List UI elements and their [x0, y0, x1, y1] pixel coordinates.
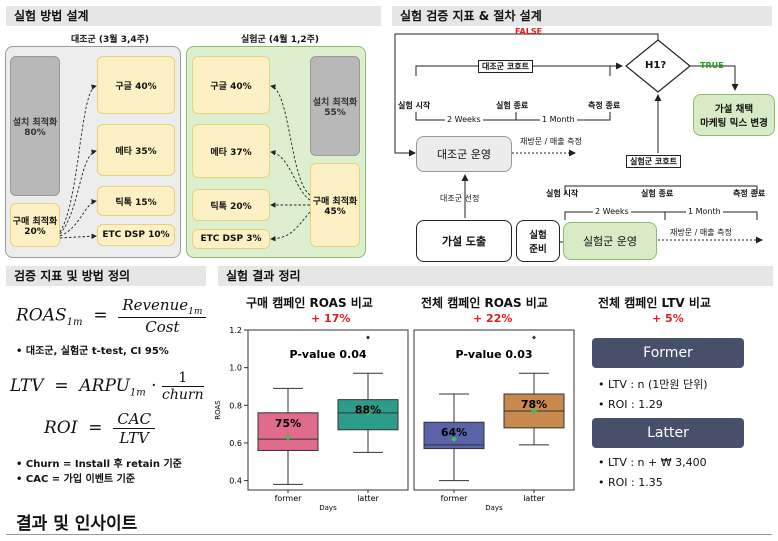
ltv-compare-title: 전체 캠페인 LTV 비교 [598, 296, 711, 310]
section-title-metrics-process: 실험 검증 지표 & 절차 설계 [392, 6, 772, 26]
x-tick-label: former [275, 494, 303, 503]
adopt-hypothesis-box: 가설 채택 마케팅 믹스 변경 [693, 94, 775, 136]
y-tick-label: 1.2 [229, 326, 242, 335]
test-run-box: 실험군 운영 [563, 222, 657, 260]
test-cohort-label: 실험군 코호트 [626, 155, 681, 168]
mean-marker [285, 434, 291, 441]
x-axis-label: Days [485, 504, 503, 512]
purchase-roas-title: 구매 캠페인 ROAS 비교 [246, 296, 373, 310]
control-select-label: 대조군 선정 [440, 194, 480, 203]
x-tick-label: latter [357, 494, 379, 503]
true-label: TRUE [700, 61, 724, 70]
former-roi: • ROI : 1.29 [598, 398, 663, 411]
test-install-opt: 설치 최적화 55% [310, 56, 360, 156]
former-pill: Former [592, 338, 744, 368]
test-group-title: 실험군 (4월 1,2주) [240, 35, 320, 45]
y-axis-label: ROAS [214, 400, 222, 420]
control-group-title: 대조군 (3월 3,4주) [70, 35, 150, 45]
test-measure-end: 측정 종료 [733, 189, 766, 198]
ltv-formula: LTV = ARPU1m · 1 churn [10, 370, 204, 403]
latter-roi: • ROI : 1.35 [598, 476, 663, 489]
section-title-metric-def: 검증 지표 및 방법 정의 [6, 266, 206, 286]
p-value-label: P-value 0.03 [455, 348, 532, 361]
control-exp-end: 실험 종료 [496, 101, 529, 110]
y-tick-label: 1.0 [229, 364, 242, 373]
test-purchase-opt: 구매 최적화 45% [310, 163, 360, 247]
test-meta: 메타 37% [192, 124, 270, 178]
control-measure-end: 측정 종료 [588, 101, 621, 110]
control-google: 구글 40% [97, 56, 175, 114]
h1-label: H1? [645, 60, 667, 71]
x-tick-label: former [441, 494, 469, 503]
mean-marker [451, 436, 457, 443]
control-etc: ETC DSP 10% [97, 224, 175, 246]
purchase-roas-delta: + 17% [311, 312, 351, 325]
x-tick-label: latter [523, 494, 545, 503]
box-value-label: 88% [355, 404, 381, 417]
section-title-results: 실험 결과 정리 [218, 266, 773, 286]
total-roas-delta: + 22% [473, 312, 513, 325]
mean-marker [365, 409, 371, 416]
test-one-month: 1 Month [686, 207, 723, 216]
control-tiktok: 틱톡 15% [97, 186, 175, 216]
y-tick-label: 0.8 [229, 401, 242, 410]
total-roas-title: 전체 캠페인 ROAS 비교 [421, 296, 548, 310]
y-tick-label: 0.6 [229, 439, 242, 448]
false-label: FALSE [515, 27, 543, 36]
x-axis-label: Days [319, 504, 337, 512]
metric-bullet-ttest: • 대조군, 실험군 t-test, CI 95% [16, 346, 169, 357]
metric-bullet-churn: • Churn = Install 후 retain 기준 [16, 459, 182, 470]
control-purchase-opt: 구매 최적화 20% [10, 203, 60, 247]
box-value-label: 78% [521, 398, 547, 411]
control-two-weeks: 2 Weeks [445, 115, 483, 124]
insights-divider [6, 534, 772, 535]
outlier-marker [366, 335, 370, 340]
latter-ltv: • LTV : n + ₩ 3,400 [598, 456, 707, 469]
control-install-opt: 설치 최적화 80% [10, 56, 60, 196]
prep-box: 실험 준비 [516, 220, 560, 262]
control-revisit-label: 재방문 / 매출 측정 [520, 137, 582, 146]
latter-pill: Latter [592, 418, 744, 448]
outlier-marker [532, 335, 536, 340]
test-exp-start: 실험 시작 [546, 189, 579, 198]
test-two-weeks: 2 Weeks [593, 207, 631, 216]
test-revisit-label: 재방문 / 매출 측정 [670, 228, 732, 237]
roi-formula: ROI = CAC LTV [44, 410, 156, 447]
control-exp-start: 실험 시작 [398, 101, 431, 110]
section-title-design: 실험 방법 설계 [6, 6, 381, 26]
mean-marker [531, 407, 537, 414]
test-exp-end: 실험 종료 [641, 189, 674, 198]
control-cohort-label: 대조군 코호트 [478, 60, 533, 73]
box-former [423, 421, 485, 450]
former-ltv: • LTV : n (1만원 단위) [598, 378, 708, 391]
p-value-label: P-value 0.04 [289, 348, 366, 361]
box-former [257, 412, 319, 451]
control-run-box: 대조군 운영 [416, 136, 512, 172]
control-meta: 메타 35% [97, 124, 175, 176]
insights-title: 결과 및 인사이트 [16, 514, 138, 534]
hypothesis-box: 가설 도출 [416, 220, 512, 262]
control-one-month: 1 Month [540, 115, 577, 124]
ltv-compare-delta: + 5% [652, 312, 684, 325]
box-value-label: 75% [275, 417, 301, 430]
y-tick-label: 0.4 [229, 477, 242, 486]
test-tiktok: 틱톡 20% [192, 189, 270, 221]
test-etc: ETC DSP 3% [192, 229, 270, 249]
roas-formula: ROAS1m = Revenue1m Cost [16, 296, 207, 336]
test-google: 구글 40% [192, 56, 270, 114]
metric-bullet-cac: • CAC = 가입 이벤트 기준 [16, 474, 135, 485]
box-value-label: 64% [441, 426, 467, 439]
